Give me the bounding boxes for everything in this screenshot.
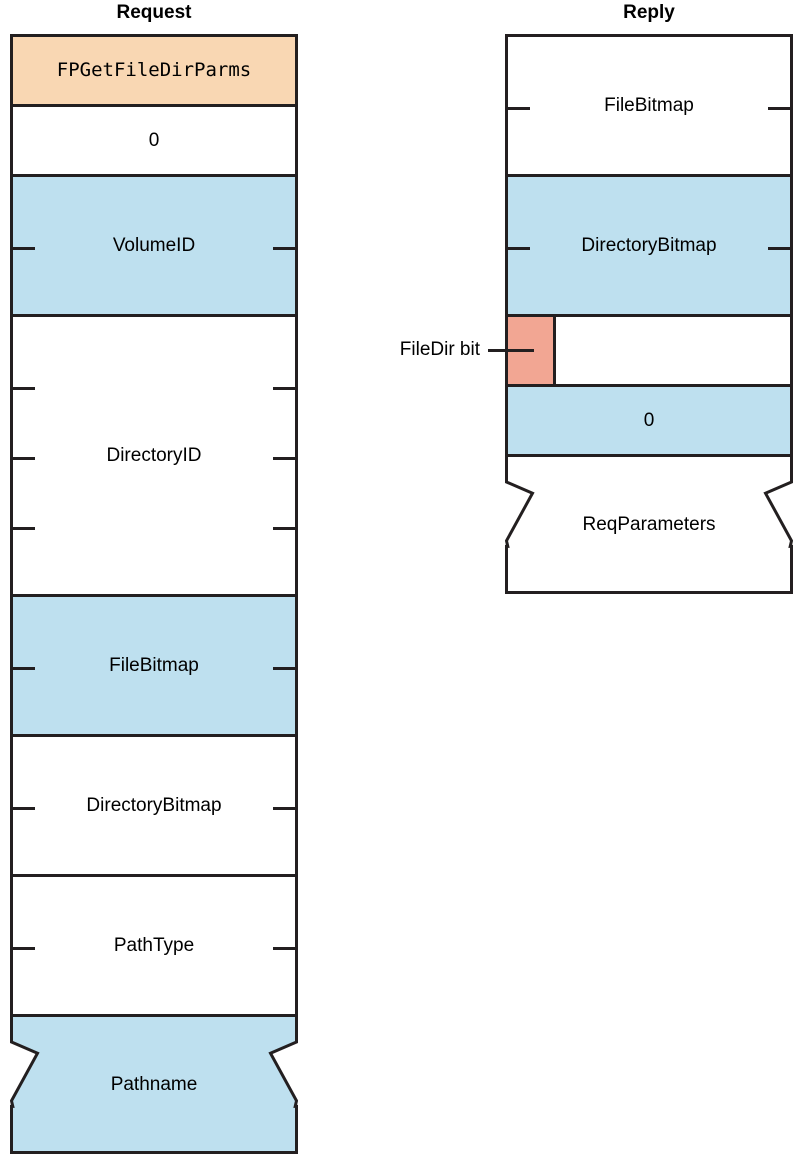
reply-byte-tick	[508, 247, 530, 250]
request-byte-tick	[13, 947, 35, 950]
request-field-directorybitmap: DirectoryBitmap	[10, 734, 298, 874]
reply-byte-tick	[768, 107, 790, 110]
reply-field-label-directorybitmap: DirectoryBitmap	[581, 235, 717, 256]
request-field-pathname: Pathname	[10, 1014, 298, 1154]
request-byte-tick	[13, 457, 35, 460]
reply-filedir-bit-remainder	[555, 317, 790, 384]
reply-field-directorybitmap: DirectoryBitmap	[505, 174, 793, 314]
column-title-request: Request	[116, 2, 192, 23]
reply-byte-tick	[508, 107, 530, 110]
column-title-reply: Reply	[623, 2, 675, 23]
request-byte-tick	[273, 947, 295, 950]
reply-field-label-filebitmap: FileBitmap	[604, 95, 694, 116]
request-field-fpgetfiledirparms: FPGetFileDirParms	[10, 34, 298, 104]
request-field-pathtype: PathType	[10, 874, 298, 1014]
reply-field-reqparameters: ReqParameters	[505, 454, 793, 594]
request-field-label-pathtype: PathType	[113, 935, 195, 956]
request-byte-tick	[13, 807, 35, 810]
request-field-volumeid: VolumeID	[10, 174, 298, 314]
request-byte-tick	[13, 247, 35, 250]
filedir-bit-leader-line	[488, 349, 535, 352]
reply-field-0: 0	[505, 384, 793, 454]
request-byte-tick	[273, 527, 295, 530]
reply-byte-tick	[768, 247, 790, 250]
reply-filedir-bit-row	[505, 314, 793, 384]
request-byte-tick	[273, 667, 295, 670]
request-byte-tick	[273, 457, 295, 460]
request-field-label-volumeid: VolumeID	[112, 235, 196, 256]
request-field-filebitmap: FileBitmap	[10, 594, 298, 734]
request-field-label-directorybitmap: DirectoryBitmap	[86, 795, 222, 816]
request-field-directoryid: DirectoryID	[10, 314, 298, 594]
request-field-label-0: 0	[148, 130, 160, 151]
request-byte-tick	[273, 807, 295, 810]
request-byte-tick	[13, 667, 35, 670]
filedir-bit-annotation: FileDir bit	[399, 338, 480, 360]
request-field-0: 0	[10, 104, 298, 174]
request-field-label-filebitmap: FileBitmap	[109, 655, 199, 676]
request-byte-tick	[273, 247, 295, 250]
reply-field-label-0: 0	[643, 410, 655, 431]
request-byte-tick	[13, 387, 35, 390]
request-byte-tick	[273, 387, 295, 390]
reply-field-filebitmap: FileBitmap	[505, 34, 793, 174]
request-field-label-directoryid: DirectoryID	[106, 445, 202, 466]
request-field-label-fpgetfiledirparms: FPGetFileDirParms	[56, 59, 252, 81]
request-byte-tick	[13, 527, 35, 530]
